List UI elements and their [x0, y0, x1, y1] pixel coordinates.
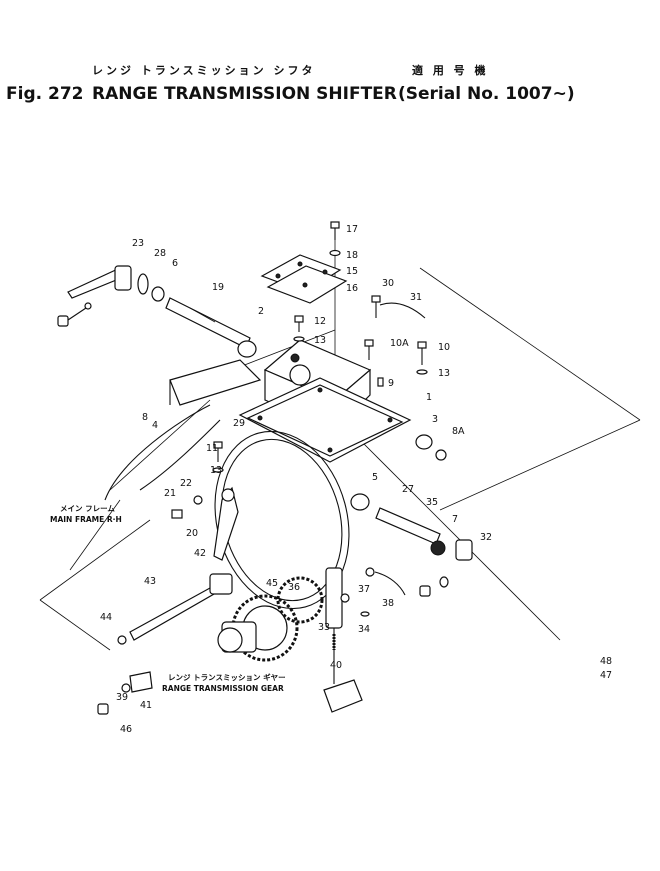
callout-40: 40 [330, 660, 342, 671]
callout-12: 12 [314, 316, 326, 327]
gear-jp-label: レンジ トランスミッション ギヤー [168, 672, 286, 682]
callout-33: 33 [318, 622, 330, 633]
lever-assembly [67, 265, 257, 358]
callout-1: 1 [426, 392, 432, 403]
header: レンジ トランスミッション シフタ 適 用 号 機 Fig. 272 RANGE… [0, 0, 660, 110]
range-gear [117, 573, 324, 662]
pipe-31 [379, 302, 426, 319]
callout-8: 8 [142, 412, 148, 423]
callout-45: 45 [266, 578, 278, 589]
serial-range: (Serial No. 1007~) [398, 84, 575, 104]
callout-10: 10 [438, 342, 450, 353]
callout-43: 43 [144, 576, 156, 587]
callout-38: 38 [382, 598, 394, 609]
jp-title: レンジ トランスミッション シフタ [92, 64, 316, 77]
callout-18: 18 [346, 250, 358, 261]
callout-15: 15 [346, 266, 358, 277]
callout-3: 3 [432, 414, 438, 425]
callout-27: 27 [402, 484, 414, 495]
callout-13: 13 [314, 335, 326, 346]
callout-16: 16 [346, 283, 358, 294]
callout-32: 32 [480, 532, 492, 543]
callout-2: 2 [258, 306, 264, 317]
callout-13: 13 [210, 465, 222, 476]
callout-46: 46 [120, 724, 132, 735]
bracket-46 [97, 671, 153, 715]
figure-title: RANGE TRANSMISSION SHIFTER [92, 84, 397, 104]
callout-44: 44 [100, 612, 112, 623]
callout-41: 41 [140, 700, 152, 711]
shaft-27 [350, 434, 473, 561]
small-bolts [212, 295, 428, 473]
callout-42: 42 [194, 548, 206, 559]
callout-29: 29 [233, 418, 245, 429]
callout-5: 5 [372, 472, 378, 483]
callout-36: 36 [288, 582, 300, 593]
callout-31: 31 [410, 292, 422, 303]
callout-37: 37 [358, 584, 370, 595]
callout-35: 35 [426, 497, 438, 508]
main-frame-jp-label: メイン フレーム [60, 504, 115, 513]
callout-4: 4 [152, 420, 158, 431]
shift-arm-20 [171, 486, 239, 561]
callout-20: 20 [186, 528, 198, 539]
callout-19: 19 [212, 282, 224, 293]
leader-lines [39, 240, 641, 651]
gear-en-label: RANGE TRANSMISSION GEAR [162, 684, 284, 693]
callout-28: 28 [154, 248, 166, 259]
callout-21: 21 [164, 488, 176, 499]
callout-10A: 10A [390, 338, 409, 349]
callout-9: 9 [388, 378, 394, 389]
callout-8A: 8A [452, 426, 465, 437]
shift-fork [323, 567, 449, 713]
callout-47: 47 [600, 670, 612, 681]
callout-39: 39 [116, 692, 128, 703]
jp-serial: 適 用 号 機 [412, 64, 489, 77]
base-plate [238, 377, 412, 463]
callout-17: 17 [346, 224, 358, 235]
cover-plate [260, 254, 348, 304]
bolt-24 [57, 302, 92, 327]
callout-22: 22 [180, 478, 192, 489]
callout-11: 11 [206, 443, 218, 454]
callout-6: 6 [172, 258, 178, 269]
callout-34: 34 [358, 624, 370, 635]
main-frame-en-label: MAIN FRAME R·H [50, 515, 122, 524]
callout-23: 23 [132, 238, 144, 249]
callout-48: 48 [600, 656, 612, 667]
bolt-17 [329, 221, 341, 257]
callout-30: 30 [382, 278, 394, 289]
callout-13: 13 [438, 368, 450, 379]
figure-number: Fig. 272 [6, 84, 84, 104]
callout-7: 7 [452, 514, 458, 525]
